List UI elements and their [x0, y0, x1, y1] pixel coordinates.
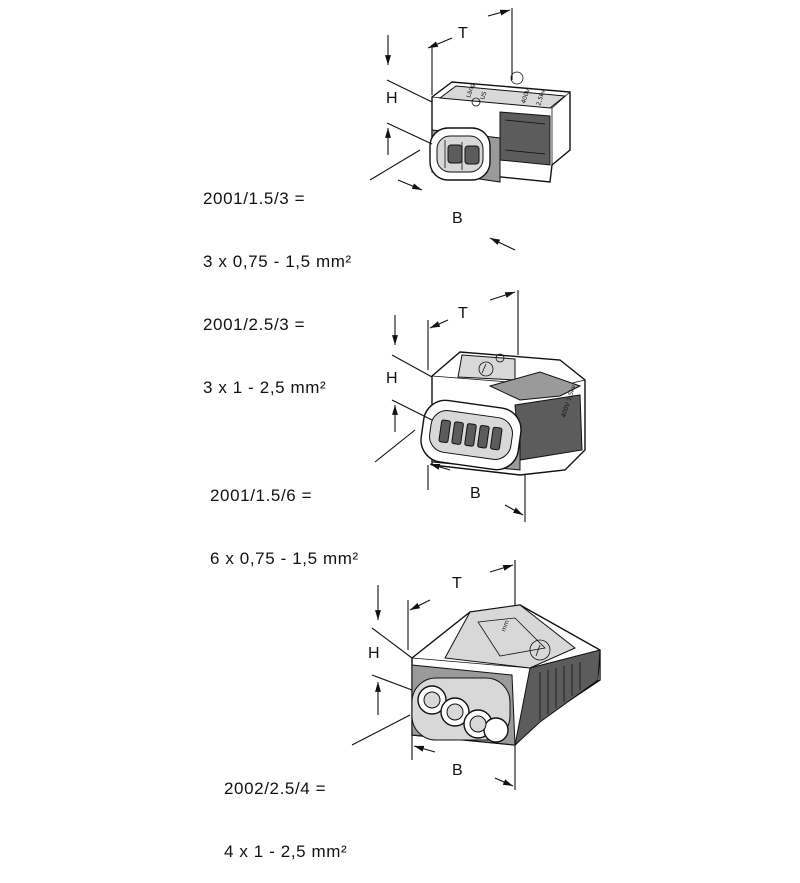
connector-2-spec: 2001/1.5/6 = 6 x 0,75 - 1,5 mm²	[210, 443, 359, 590]
spec-line: 3 x 0,75 - 1,5 mm²	[203, 252, 352, 271]
svg-text:mm: mm	[500, 619, 511, 633]
connector-3-spec: 2002/2.5/4 = 4 x 1 - 2,5 mm²	[224, 736, 347, 883]
connector-2-dim-b: B	[470, 485, 481, 502]
spec-line: 2002/2.5/4 =	[224, 779, 327, 798]
connector-3-dim-h: H	[368, 645, 380, 662]
spec-line: 2001/1.5/3 =	[203, 189, 306, 208]
connector-1-dim-b: B	[452, 210, 463, 227]
spec-line: 2001/2.5/3 =	[203, 315, 306, 334]
spec-line: 6 x 0,75 - 1,5 mm²	[210, 549, 359, 568]
connector-1-spec: 2001/1.5/3 = 3 x 0,75 - 1,5 mm² 2001/2.5…	[203, 146, 352, 419]
spec-line: 3 x 1 - 2,5 mm²	[203, 378, 327, 397]
spec-line: 4 x 1 - 2,5 mm²	[224, 842, 348, 861]
connector-3-drawing: mm	[351, 560, 601, 790]
connector-3-dim-b: B	[452, 762, 463, 779]
connector-2-drawing: 400V 1,5kv	[374, 290, 586, 522]
connector-3-dim-t: T	[452, 575, 462, 592]
svg-text:400V: 400V	[520, 87, 532, 105]
svg-text:US: US	[479, 90, 488, 100]
connector-2-dim-h: H	[386, 370, 398, 387]
connector-1-drawing: Läng US 400V 2,5kv	[369, 8, 571, 251]
connector-2-dim-t: T	[458, 305, 468, 322]
connector-1-dim-h: H	[386, 90, 398, 107]
connector-1-dim-t: T	[458, 25, 468, 42]
svg-text:2,5kv: 2,5kv	[535, 88, 547, 106]
connector-diagram: Läng US 400V 2,5kv T H B 400V 1,5kv	[351, 8, 601, 790]
svg-text:Läng: Läng	[465, 82, 476, 98]
spec-line: 2001/1.5/6 =	[210, 486, 313, 505]
